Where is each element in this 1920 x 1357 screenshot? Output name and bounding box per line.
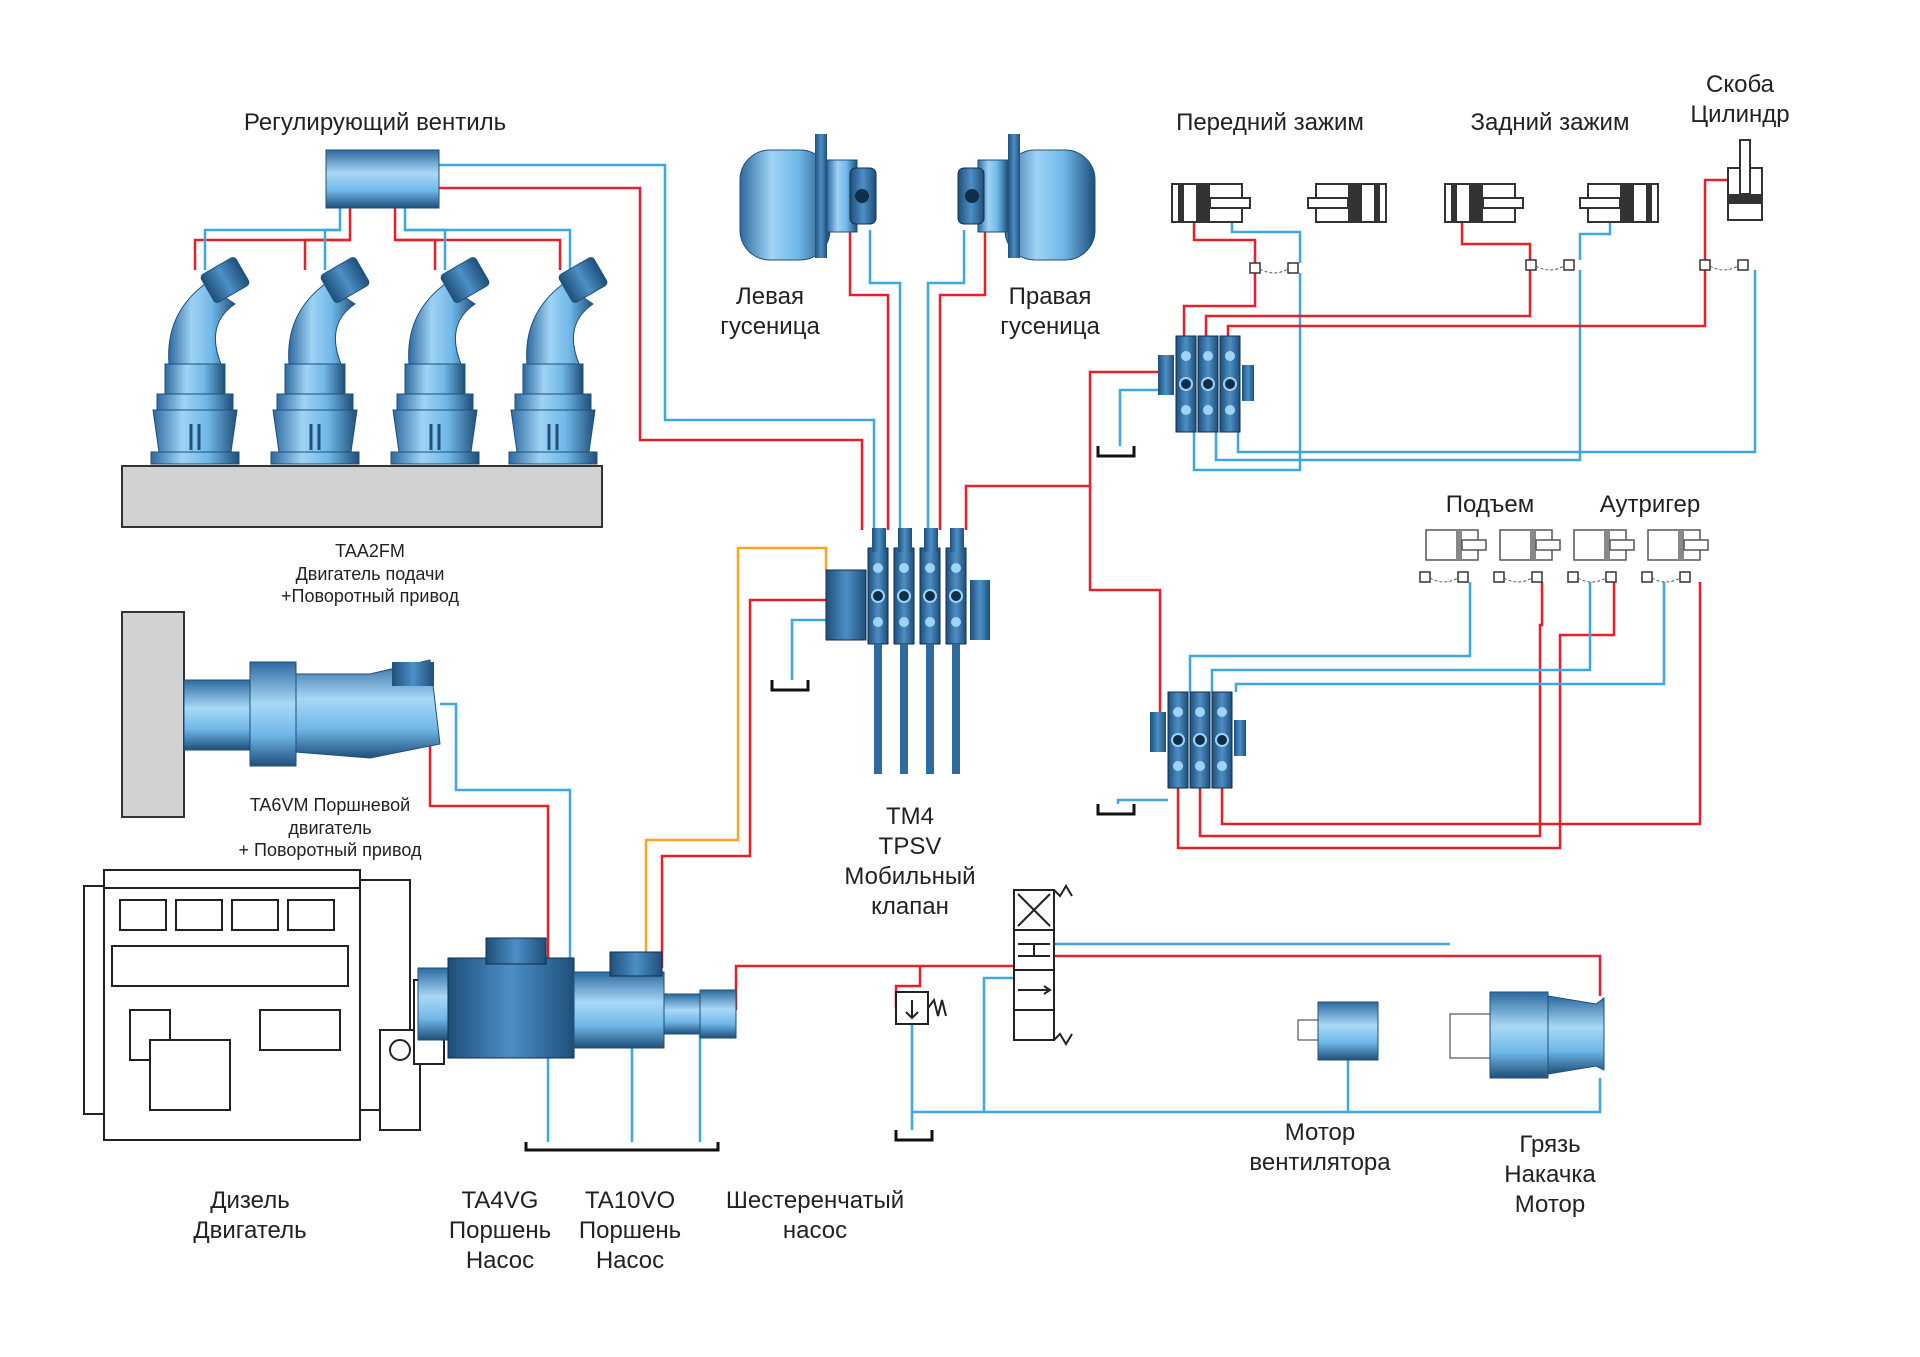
pressure-line — [193, 208, 352, 270]
hydraulic-lines — [193, 163, 1757, 1142]
pressure-line — [393, 208, 562, 270]
pressure-line — [660, 598, 826, 968]
pressure-line — [1198, 582, 1544, 838]
ta4vg-pump — [417, 937, 575, 1059]
tank-icon — [524, 444, 1136, 1152]
mud-pump-motor-label: Грязь Накачка Мотор — [1504, 1131, 1596, 1218]
return-line — [405, 228, 447, 270]
return-line — [1116, 798, 1168, 804]
diesel-engine-label: Дизель Двигатель — [193, 1187, 307, 1244]
rear-clamp-label: Задний зажим — [1470, 109, 1630, 136]
fan-motor-label: Мотор вентилятора — [1249, 1119, 1391, 1176]
return-line — [790, 618, 826, 680]
regulating-valve-label: Регулирующий вентиль — [243, 109, 507, 136]
pressure-line — [1088, 486, 1162, 712]
bracket-cylinder-label: Скоба Цилиндр — [1690, 71, 1790, 128]
pressure-line — [1192, 222, 1257, 263]
return-line — [868, 230, 902, 530]
outrigger-label: Аутригер — [1599, 491, 1701, 518]
feed-motor-base — [121, 465, 603, 528]
feed-motor-1 — [149, 254, 252, 466]
pressure-line — [428, 744, 550, 968]
pressure-line — [1204, 270, 1532, 336]
return-line — [1214, 270, 1582, 462]
right-track-label: Правая гусеница — [1000, 283, 1100, 340]
return-line — [440, 702, 572, 968]
return-line — [982, 976, 1014, 1112]
front-clamp-label: Передний зажим — [1176, 109, 1364, 136]
pressure-line — [439, 186, 864, 530]
return-line — [926, 230, 966, 530]
diesel-engine — [83, 869, 445, 1141]
return-line — [1236, 270, 1757, 454]
clamp-valve-bank — [1158, 335, 1254, 433]
clamp-check-valves — [1249, 259, 1749, 274]
pressure-line — [1220, 582, 1702, 826]
ta6vm-label: TA6VM Поршневой двигатель + Поворотный п… — [238, 795, 422, 860]
pressure-line — [1054, 954, 1602, 996]
front-clamp-cylinders — [1171, 183, 1387, 223]
return-line — [1210, 582, 1592, 692]
gear-pump — [663, 989, 737, 1039]
feed-motor-2 — [269, 254, 372, 466]
return-line — [323, 228, 340, 270]
return-line — [912, 1078, 1602, 1114]
pressure-line — [964, 370, 1158, 530]
return-line — [1188, 582, 1472, 692]
directional-valve — [1013, 884, 1073, 1046]
pressure-line — [734, 964, 1014, 1010]
return-line — [1578, 222, 1612, 260]
bracket-cylinder — [1727, 139, 1763, 221]
left-track-motor — [739, 134, 877, 261]
lift-outrigger-check-valves — [1419, 571, 1691, 583]
mud-pump-motor — [1449, 991, 1605, 1079]
pressure-line — [1226, 270, 1707, 336]
lift-label: Подъем — [1445, 491, 1535, 518]
pressure-line — [303, 238, 350, 270]
relief-valve — [895, 991, 947, 1025]
right-track-motor — [957, 134, 1096, 261]
pressure-line — [1703, 178, 1728, 260]
return-line — [203, 208, 342, 270]
rear-clamp-cylinders — [1444, 183, 1659, 223]
return-line — [439, 163, 876, 530]
pressure-line — [395, 238, 437, 270]
tm4-valve-label: TM4 TPSV Мобильный клапан — [844, 803, 976, 920]
return-line — [1234, 582, 1666, 692]
outrigger-cylinders — [1573, 529, 1709, 561]
feed-motor-4 — [507, 254, 610, 466]
fan-motor — [1297, 1001, 1379, 1061]
lift-cylinders — [1425, 529, 1561, 561]
ta4vg-pump-label: TA4VG Поршень Насос — [448, 1187, 552, 1274]
return-line — [1118, 388, 1158, 446]
ta10vo-pump — [573, 951, 665, 1049]
pressure-line — [1176, 582, 1616, 850]
ta10vo-pump-label: TA10VO Поршень Насос — [578, 1187, 682, 1274]
lift-valve-bank — [1150, 691, 1246, 789]
feed-motor-3 — [389, 254, 492, 466]
ta6vm-motor — [121, 611, 441, 818]
regulating-valve — [325, 149, 440, 209]
pressure-line — [1182, 273, 1257, 336]
return-line — [403, 208, 572, 270]
left-track-label: Левая гусеница — [720, 283, 820, 340]
pressure-line — [938, 230, 987, 530]
tm4-mobile-valve — [825, 528, 990, 774]
gear-pump-label: Шестеренчатый насос — [725, 1187, 905, 1244]
pilot-line — [644, 546, 828, 952]
pressure-line — [1460, 222, 1532, 260]
pressure-line — [848, 230, 890, 530]
return-line — [1230, 222, 1302, 263]
taa2fm-label: TAA2FM Двигатель подачи +Поворотный прив… — [281, 541, 459, 606]
